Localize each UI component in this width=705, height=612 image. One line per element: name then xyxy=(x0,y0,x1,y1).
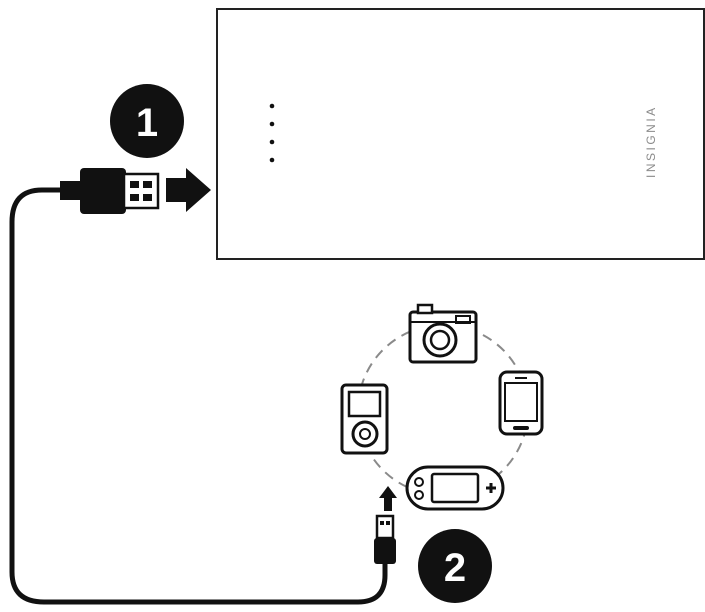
indicator-dot xyxy=(270,140,275,145)
arrow-up-icon xyxy=(379,486,397,511)
micro-usb-plug-icon xyxy=(374,516,396,564)
indicator-dot xyxy=(270,158,275,163)
power-bank: INSIGNIA xyxy=(217,9,704,259)
indicator-dot xyxy=(270,104,275,109)
step-1-badge: 1 xyxy=(110,84,184,158)
indicator-dot xyxy=(270,122,275,127)
handheld-game-console-icon xyxy=(407,467,503,509)
arrow-right-icon xyxy=(166,168,211,212)
step-1-number: 1 xyxy=(136,101,158,145)
step-2-badge: 2 xyxy=(418,529,492,603)
usb-a-plug-icon xyxy=(60,168,158,214)
camera-icon xyxy=(410,305,476,362)
step-2-number: 2 xyxy=(444,546,466,590)
power-bank-body xyxy=(217,9,704,259)
music-player-icon xyxy=(342,385,387,453)
brand-label: INSIGNIA xyxy=(644,105,658,178)
smartphone-icon xyxy=(500,372,542,434)
